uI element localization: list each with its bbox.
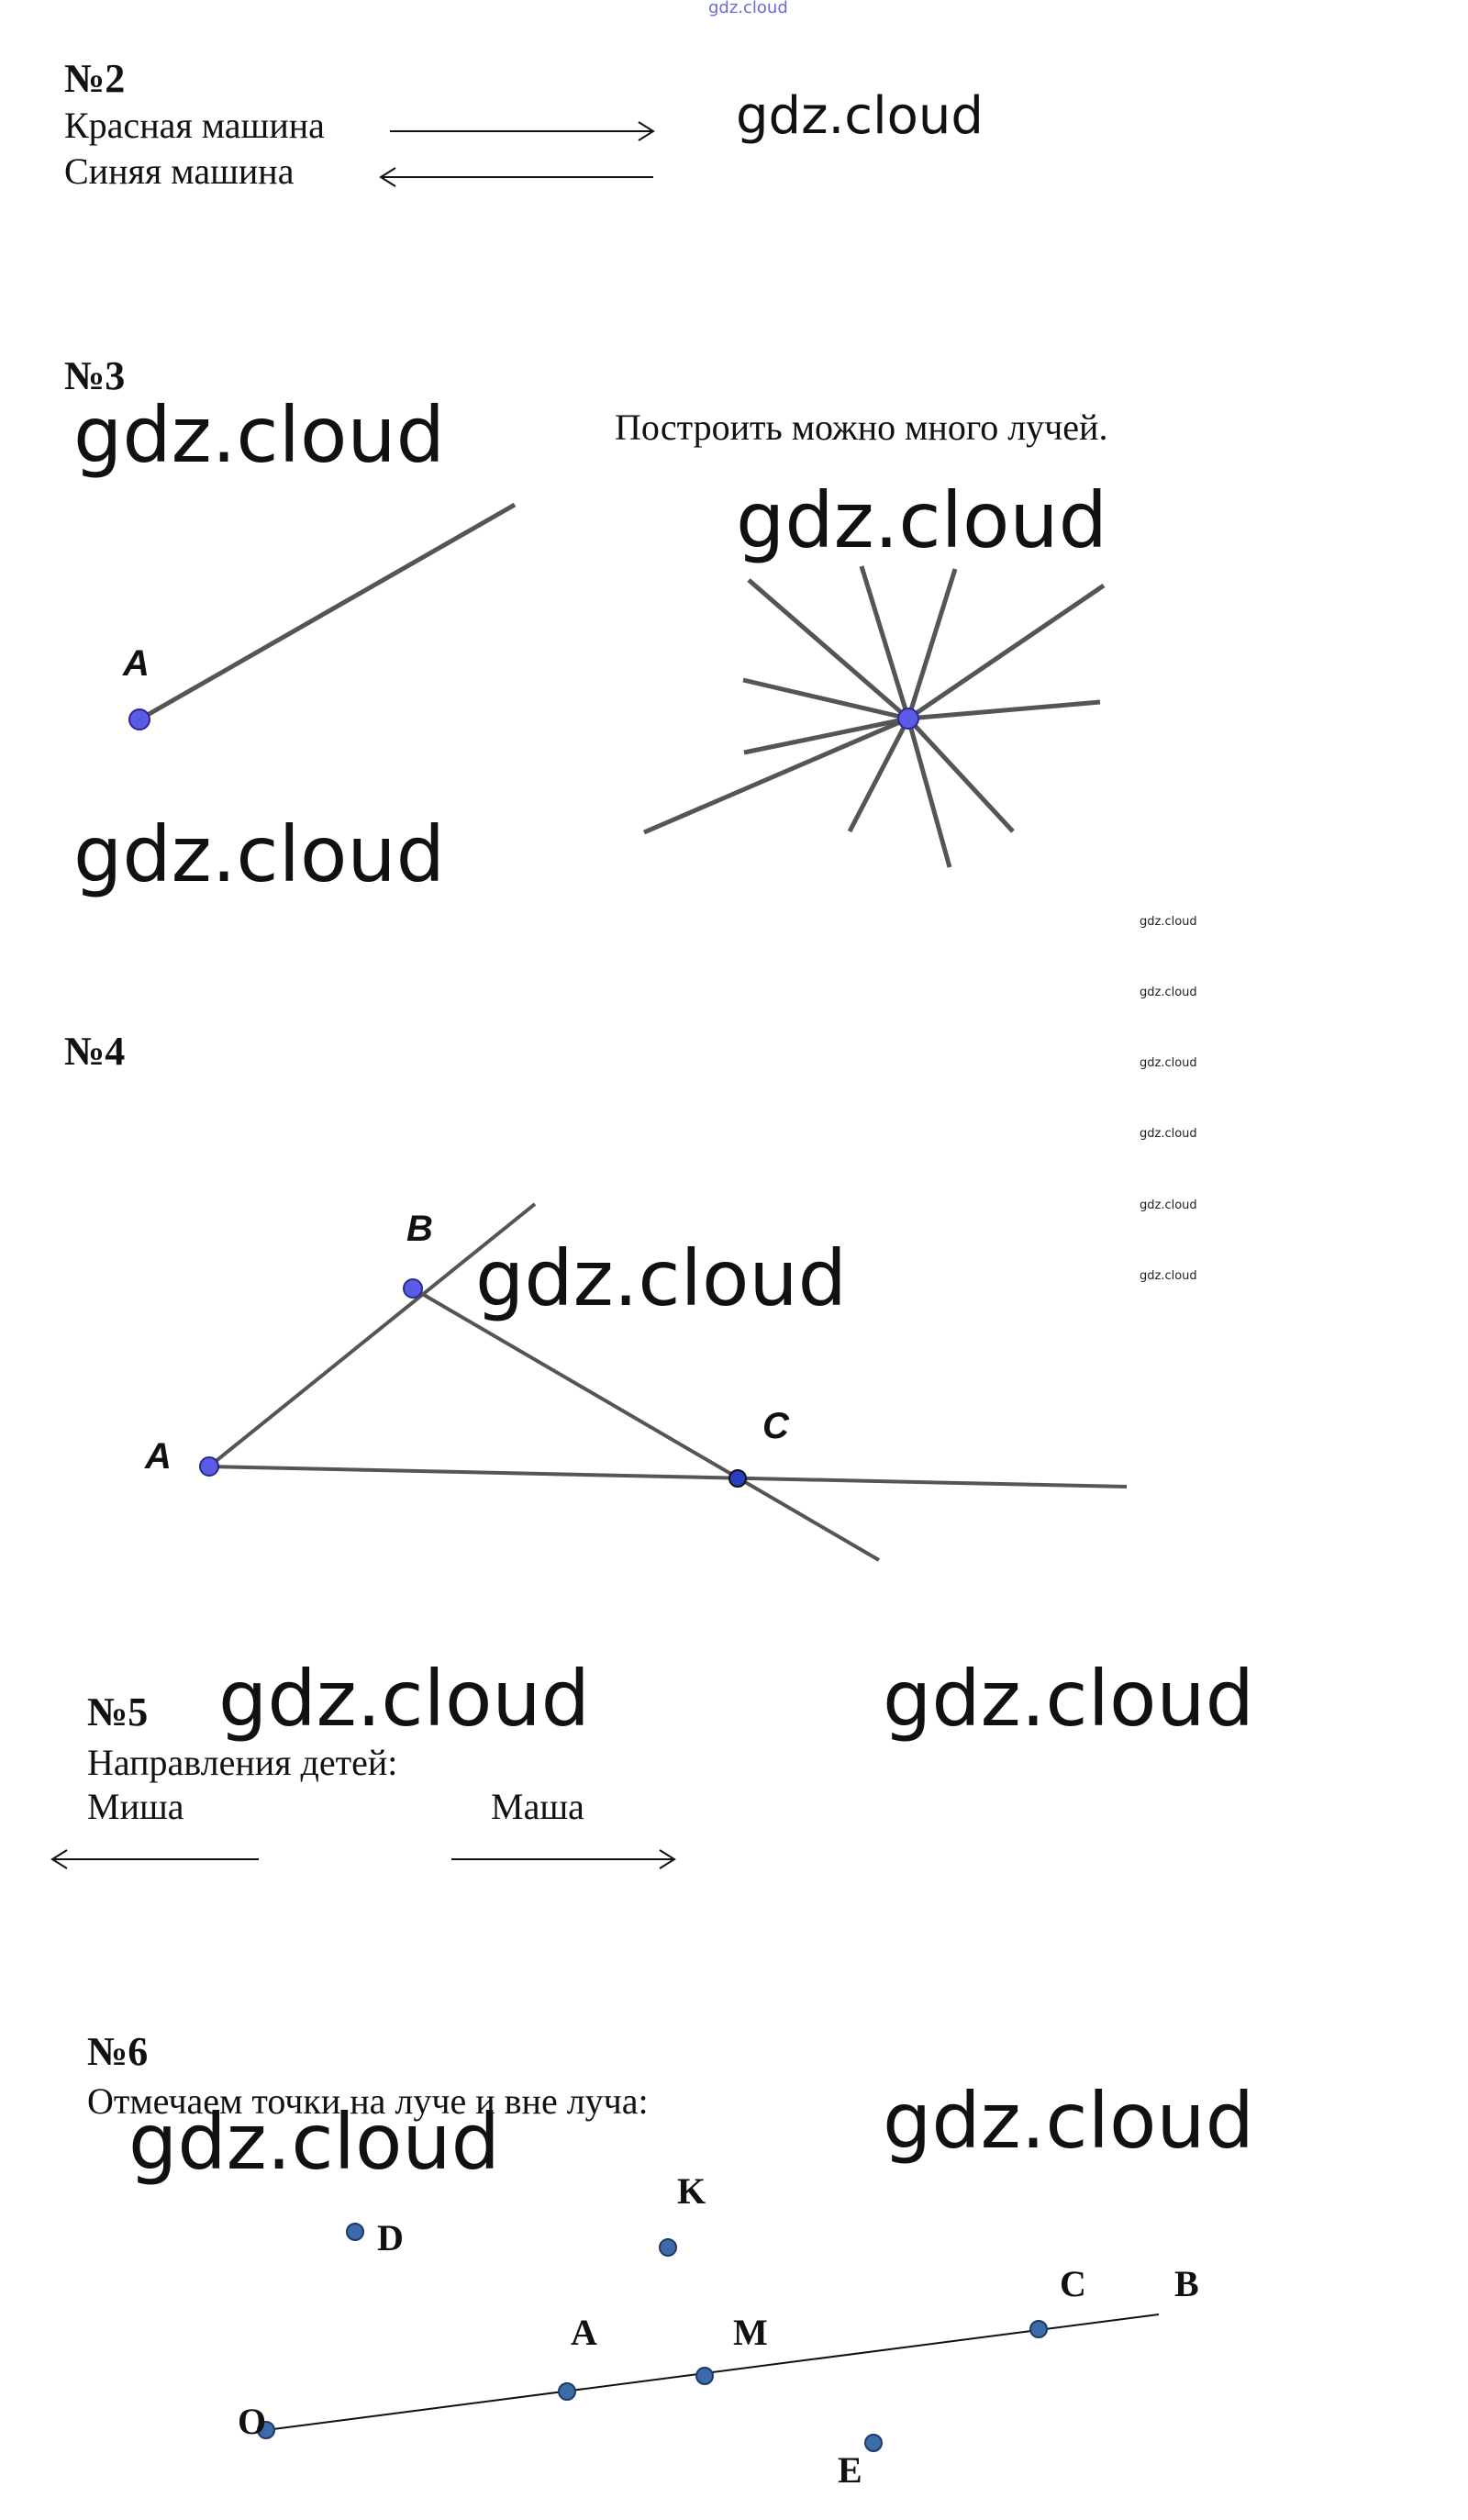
ray	[907, 699, 1101, 721]
task5-heading: Направления детей:	[87, 1742, 398, 1783]
task6-label-k: K	[677, 2170, 706, 2212]
ray	[859, 565, 911, 719]
ray	[906, 718, 952, 868]
task6-label-e: E	[838, 2449, 862, 2491]
task6-heading: Отмечаем точки на луче и вне луча:	[87, 2080, 649, 2122]
task3-ray-a	[138, 502, 517, 722]
task4-line-bc	[411, 1287, 881, 1562]
task6-point-o	[257, 2421, 275, 2439]
task3-point-a	[128, 708, 150, 730]
watermark: gdz.cloud	[128, 2097, 500, 2187]
task6-label-d: D	[377, 2217, 404, 2258]
ray	[742, 677, 909, 721]
ray	[643, 716, 909, 835]
watermark: gdz.cloud	[73, 809, 445, 899]
task2-number: №2	[64, 56, 126, 101]
task6-point-a	[558, 2382, 576, 2401]
watermark: gdz.cloud	[1140, 1056, 1197, 1070]
blue-car-arrowhead	[379, 167, 396, 187]
watermark: gdz.cloud	[1140, 1199, 1197, 1212]
watermark: gdz.cloud	[736, 86, 984, 146]
watermark: gdz.cloud	[218, 1654, 590, 1744]
task6-point-m	[695, 2367, 714, 2385]
task6-label-o: O	[238, 2401, 266, 2442]
task6-label-b: B	[1174, 2263, 1199, 2304]
watermark-top: gdz.cloud	[708, 0, 788, 17]
watermark: gdz.cloud	[883, 2076, 1254, 2166]
task2-red-car-label: Красная машина	[64, 105, 325, 146]
red-car-arrowhead	[638, 121, 655, 141]
task4-label-b: B	[406, 1209, 433, 1249]
ray	[847, 717, 911, 833]
masha-arrowhead	[659, 1849, 676, 1869]
ray	[906, 717, 1015, 833]
watermark: gdz.cloud	[1140, 1127, 1197, 1141]
task5-misha-label: Миша	[87, 1786, 184, 1827]
task4-ray-ac	[208, 1465, 1128, 1489]
task3-caption: Построить можно много лучей.	[615, 407, 1108, 448]
task3-ray-bundle	[643, 565, 1106, 868]
ray	[743, 716, 909, 755]
misha-arrowhead	[50, 1849, 68, 1869]
task5-masha-label: Маша	[491, 1786, 584, 1827]
task4-point-b	[403, 1278, 423, 1299]
ray	[906, 583, 1106, 721]
task6-point-e	[864, 2434, 883, 2452]
ray	[747, 578, 910, 720]
task4-ray-ab	[207, 1202, 537, 1468]
task6-point-c	[1029, 2320, 1048, 2338]
watermark: gdz.cloud	[73, 390, 445, 480]
task2-blue-car-label: Синяя машина	[64, 151, 295, 192]
task6-label-a: A	[571, 2312, 597, 2353]
task6-point-d	[346, 2223, 364, 2241]
watermark: gdz.cloud	[1140, 1269, 1197, 1283]
watermark: gdz.cloud	[736, 475, 1107, 565]
task4-point-c	[728, 1469, 747, 1488]
watermark: gdz.cloud	[883, 1654, 1254, 1744]
task3-number: №3	[64, 353, 126, 398]
task4-label-c: C	[762, 1406, 790, 1446]
ray	[906, 568, 958, 719]
watermark: gdz.cloud	[1140, 915, 1197, 929]
task4-number: №4	[64, 1029, 126, 1074]
task3-label-a: A	[122, 643, 150, 684]
task4-label-a: A	[144, 1436, 172, 1477]
task6-label-c: C	[1060, 2263, 1086, 2304]
task5-number: №5	[87, 1689, 149, 1734]
task3-center-point	[897, 708, 919, 730]
task6-number: №6	[87, 2029, 149, 2074]
task6-label-m: M	[733, 2312, 768, 2353]
task4-point-a	[199, 1456, 219, 1477]
watermark: gdz.cloud	[1140, 986, 1197, 999]
task6-point-k	[659, 2238, 677, 2257]
watermark: gdz.cloud	[475, 1233, 847, 1323]
